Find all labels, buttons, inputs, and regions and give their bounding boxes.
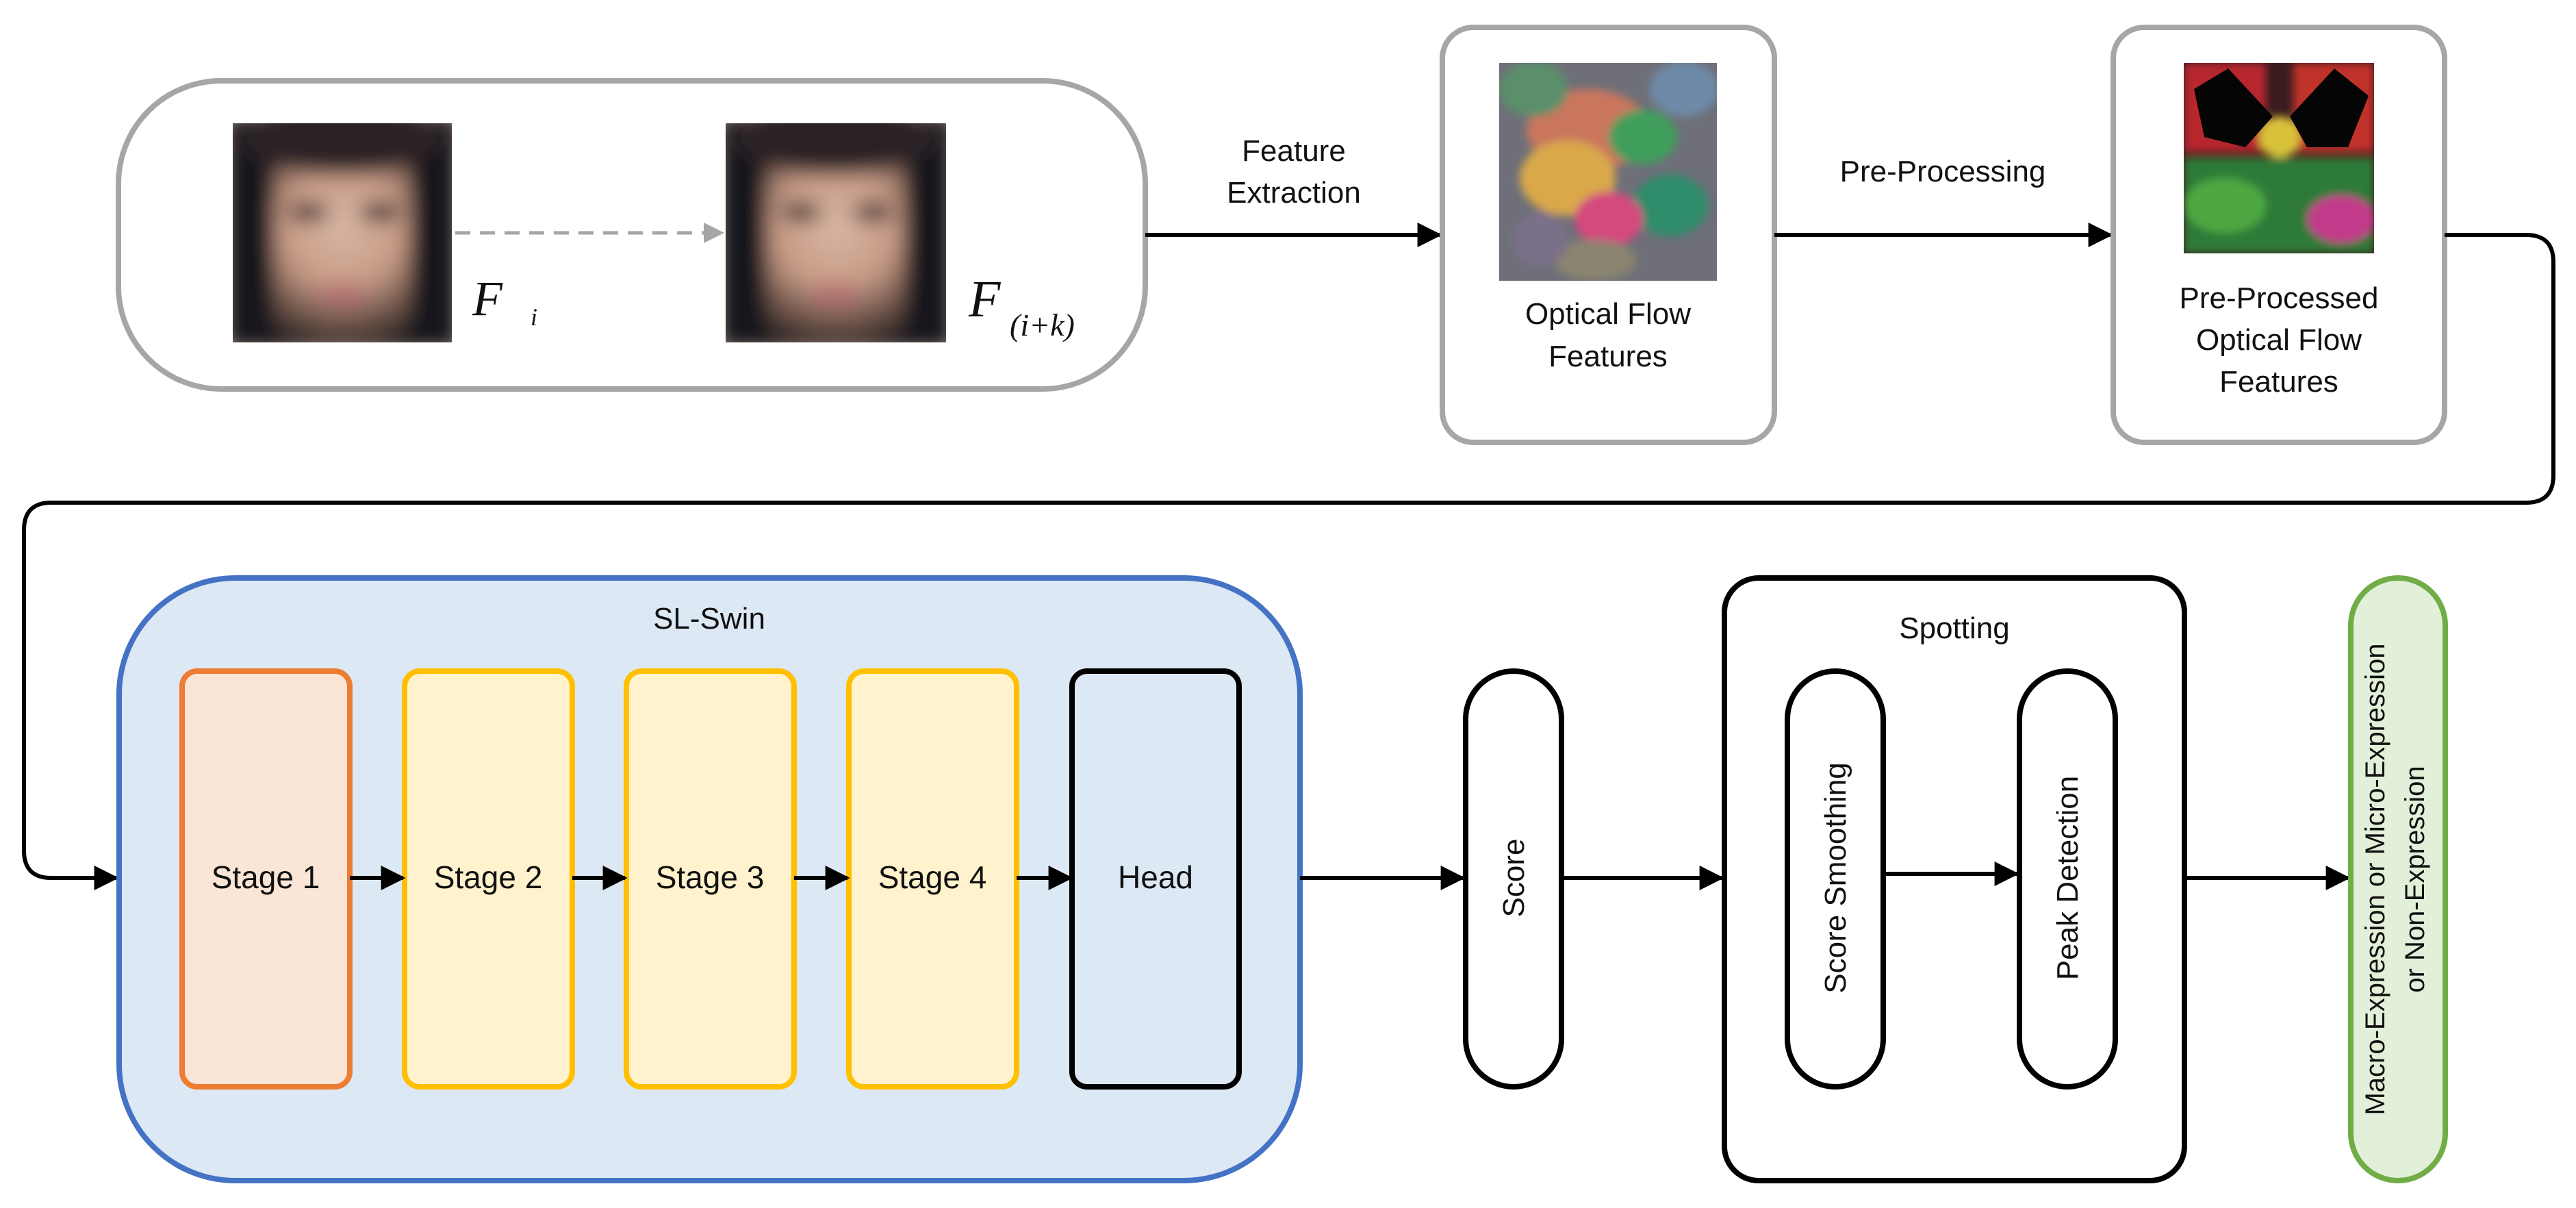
preprocessed-flow-image [2184,63,2374,253]
stage-1-label: Stage 1 [212,859,320,895]
stage-2-label: Stage 2 [434,859,543,895]
onset-frame-subscript: i [531,303,537,331]
sl-swin-title: SL-Swin [653,602,765,636]
onset-face-image [233,123,452,342]
optical-flow-label-2: Features [1548,340,1668,373]
offset-face-image [726,123,946,342]
feature-extraction-label-2: Extraction [1227,176,1361,210]
preprocessed-flow-label: Pre-Processed [2179,281,2378,315]
score-smoothing-label: Score Smoothing [1819,762,1852,994]
optical-flow-label: Optical Flow [1525,297,1691,331]
output-label: Macro-Expression or Micro-Expression [2360,643,2390,1115]
pre-processing-label: Pre-Processing [1840,155,2046,188]
feature-extraction-label: Feature [1242,134,1346,168]
stage-4-label: Stage 4 [878,859,987,895]
peak-detection-block [2017,668,2118,1090]
output-label-2: or Non-Expression [2400,766,2430,992]
optical-flow-image [1499,63,1717,281]
row-connector [22,233,2555,890]
offset-frame-subscript: (i+k) [1010,307,1075,342]
offset-frame-label: F [968,270,1002,328]
preprocessed-flow-label-2: Optical Flow [2196,323,2362,357]
head-label: Head [1118,859,1193,895]
score-smoothing-block [1785,668,1886,1090]
preprocessed-flow-label-3: Features [2219,365,2338,399]
spotting-title: Spotting [1899,612,2009,645]
output-block [2348,575,2448,1183]
score-label: Score [1497,839,1531,918]
peak-detection-label: Peak Detection [2051,776,2084,980]
stage-3-label: Stage 3 [656,859,765,895]
onset-frame-label: F [472,271,503,326]
